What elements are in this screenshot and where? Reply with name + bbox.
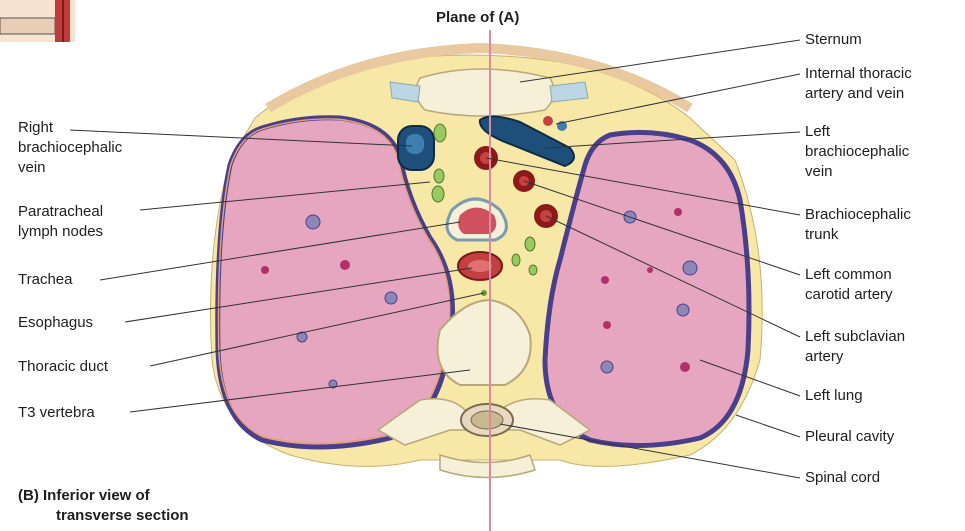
label-brachiocephalic-trunk: Brachiocephalic trunk bbox=[805, 205, 911, 245]
label-pleural-cavity: Pleural cavity bbox=[805, 427, 894, 447]
label-left-common-carotid: Left common carotid artery bbox=[805, 265, 893, 305]
label-line: Left bbox=[805, 122, 909, 142]
figure-caption: (B) Inferior view of transverse section bbox=[18, 486, 189, 526]
caption-line-2: transverse section bbox=[18, 506, 189, 526]
label-line: vein bbox=[805, 162, 909, 182]
label-internal-thoracic: Internal thoracic artery and vein bbox=[805, 64, 912, 104]
label-line: Left common bbox=[805, 265, 893, 285]
label-left-lung: Left lung bbox=[805, 386, 863, 406]
label-line: Right bbox=[18, 118, 122, 138]
label-line: artery and vein bbox=[805, 84, 912, 104]
label-trachea: Trachea bbox=[18, 270, 72, 290]
label-line: lymph nodes bbox=[18, 222, 103, 242]
label-line: vein bbox=[18, 158, 122, 178]
label-spinal-cord: Spinal cord bbox=[805, 468, 880, 488]
label-t3-vertebra: T3 vertebra bbox=[18, 403, 95, 423]
plane-label: Plane of (A) bbox=[436, 9, 519, 26]
label-left-brachiocephalic-vein: Left brachiocephalic vein bbox=[805, 122, 909, 182]
label-paratracheal-lymph-nodes: Paratracheal lymph nodes bbox=[18, 202, 103, 242]
caption-line-1: (B) Inferior view of bbox=[18, 486, 189, 506]
label-esophagus: Esophagus bbox=[18, 313, 93, 333]
label-left-subclavian: Left subclavian artery bbox=[805, 327, 905, 367]
label-line: artery bbox=[805, 347, 905, 367]
label-thoracic-duct: Thoracic duct bbox=[18, 357, 108, 377]
label-line: Paratracheal bbox=[18, 202, 103, 222]
label-line: brachiocephalic bbox=[18, 138, 122, 158]
label-right-brachiocephalic-vein: Right brachiocephalic vein bbox=[18, 118, 122, 178]
label-line: carotid artery bbox=[805, 285, 893, 305]
esophagus-shape bbox=[458, 252, 502, 280]
label-line: brachiocephalic bbox=[805, 142, 909, 162]
label-line: trunk bbox=[805, 225, 911, 245]
label-line: Brachiocephalic bbox=[805, 205, 911, 225]
figure-a-fragment bbox=[0, 0, 75, 42]
label-line: Internal thoracic bbox=[805, 64, 912, 84]
label-line: Left subclavian bbox=[805, 327, 905, 347]
label-sternum: Sternum bbox=[805, 30, 862, 50]
